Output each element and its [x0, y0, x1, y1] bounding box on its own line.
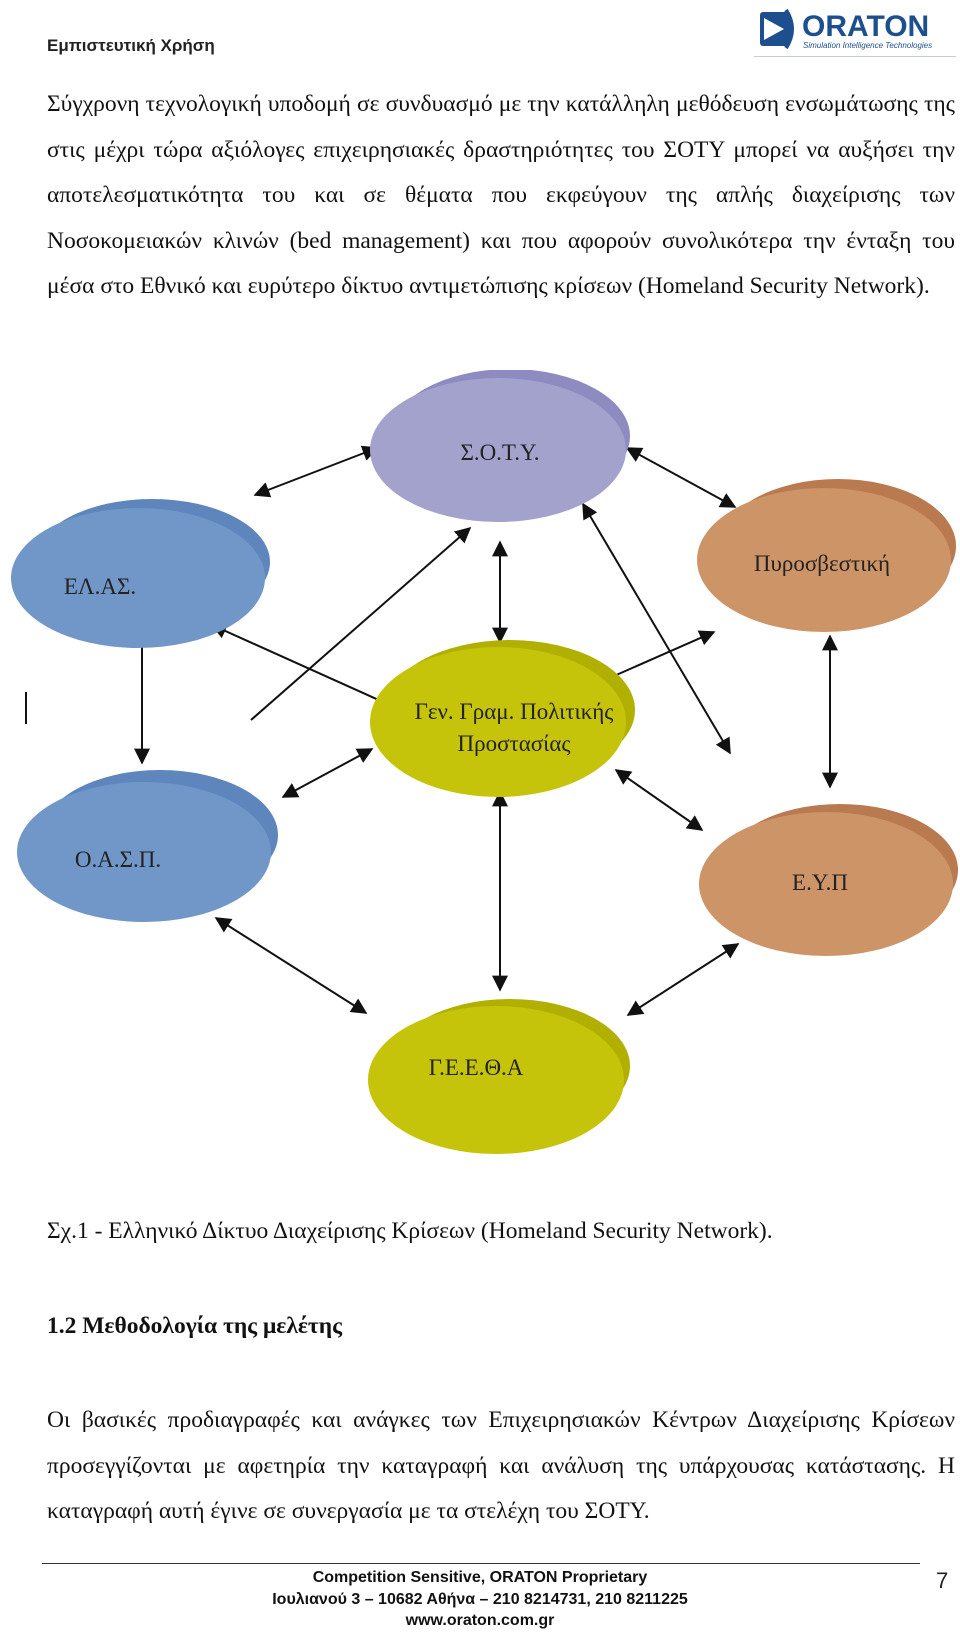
node-elas: ΕΛ.ΑΣ.	[11, 499, 270, 648]
logo-emblem-icon	[760, 8, 794, 50]
footer-address: Ιουλιανού 3 – 10682 Αθήνα – 210 8214731,…	[272, 1591, 688, 1608]
link-sotu-elas	[253, 445, 379, 498]
logo-tagline: Simulation Intelligence Technologies	[803, 41, 932, 50]
link-geetha-eyp	[626, 943, 740, 1016]
node-pyro-label: Πυροσβεστική	[754, 551, 890, 576]
node-geetha-label: Γ.Ε.Ε.Θ.Α	[429, 1055, 524, 1080]
logo-underline	[754, 56, 956, 57]
link-gen-oasp	[281, 748, 374, 798]
oraton-logo: ORATON Simulation Intelligence Technolog…	[760, 8, 932, 50]
link-gen-eyp	[614, 769, 704, 831]
link-oasp-geetha	[214, 917, 368, 1014]
link-gen-pyro	[613, 630, 716, 677]
node-eyp-label: Ε.Υ.Π	[792, 870, 848, 895]
node-oasp-label: Ο.Α.Σ.Π.	[75, 847, 161, 872]
node-gen-label-line2: Προστασίας	[457, 731, 570, 756]
footer-proprietary-notice: Competition Sensitive, ORATON Proprietar…	[312, 1569, 648, 1586]
page-number: 7	[936, 1568, 949, 1593]
link-sotu-eyp	[582, 502, 731, 755]
node-sotu: Σ.Ο.Τ.Υ.	[370, 370, 630, 522]
footer-rule	[42, 1563, 920, 1564]
node-geetha: Γ.Ε.Ε.Θ.Α	[368, 999, 630, 1154]
section-heading: 1.2 Μεθοδολογία της μελέτης	[47, 1313, 343, 1339]
node-pyrosvestiki: Πυροσβεστική	[697, 479, 956, 632]
node-elas-label: ΕΛ.ΑΣ.	[64, 574, 136, 599]
node-gen-label-line1: Γεν. Γραμ. Πολιτικής	[415, 699, 614, 724]
link-sotu-pyro	[625, 447, 737, 508]
node-gen-gram: Γεν. Γραμ. Πολιτικής Προστασίας	[370, 640, 635, 797]
methodology-paragraph: Οι βασικές προδιαγραφές και ανάγκες των …	[47, 1407, 955, 1524]
logo-name: ORATON	[802, 10, 929, 43]
intro-paragraph: Σύγχρονη τεχνολογική υποδομή σε συνδυασμ…	[47, 91, 955, 299]
footer-website: www.oraton.com.gr	[405, 1612, 555, 1629]
change-bar	[25, 692, 27, 724]
node-eyp: Ε.Υ.Π	[699, 804, 958, 956]
crisis-network-diagram: Σ.Ο.Τ.Υ. ΕΛ.ΑΣ. Πυροσβεστική Γεν. Γραμ. …	[11, 370, 958, 1154]
document-classification: Εμπιστευτική Χρήση	[47, 36, 215, 55]
node-oasp: Ο.Α.Σ.Π.	[17, 770, 278, 922]
link-elas-gen	[210, 623, 394, 708]
figure-caption: Σχ.1 - Ελληνικό Δίκτυο Διαχείρισης Κρίσε…	[47, 1218, 773, 1244]
node-sotu-label: Σ.Ο.Τ.Υ.	[460, 440, 539, 465]
